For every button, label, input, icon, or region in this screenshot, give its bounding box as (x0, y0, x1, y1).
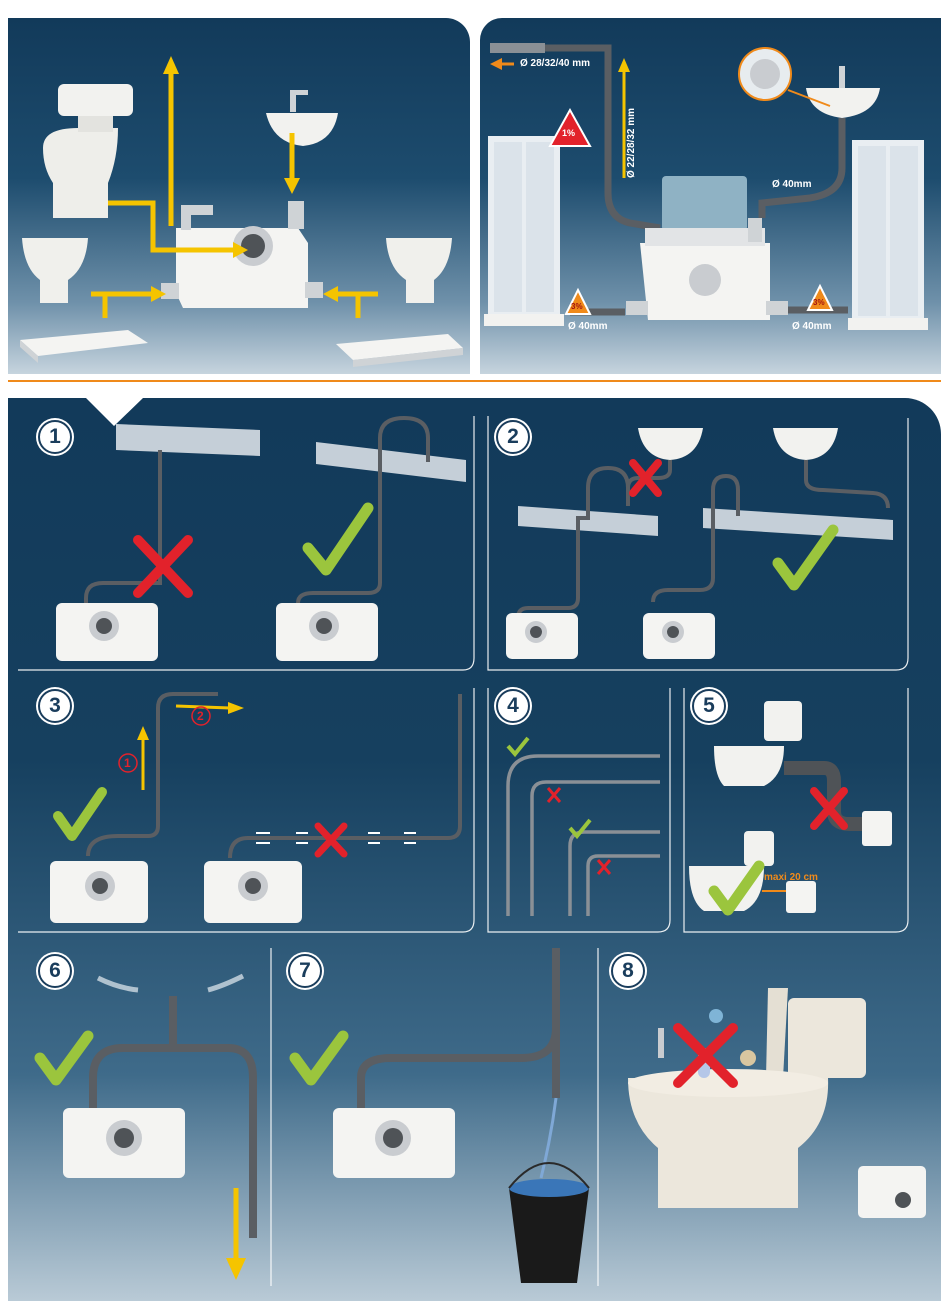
slope-warning-icons (548, 107, 834, 315)
pump-unit (333, 1108, 455, 1178)
step-8-badge: 8 (611, 954, 645, 988)
step-3-marker-1: 1 (124, 756, 131, 770)
panel-installation-rules: 1 2 (8, 398, 941, 1301)
connections-illustration (20, 56, 463, 367)
cross-icon (133, 535, 193, 598)
check-icon (53, 787, 107, 841)
panel-connections-overview (8, 18, 470, 374)
step-6-badge: 6 (38, 954, 72, 988)
step-5-badge: 5 (692, 689, 726, 723)
toilet-icon (43, 84, 133, 218)
pump-unit-right (643, 613, 715, 659)
pipe-diameter-top-label: Ø 28/32/40 mm (520, 58, 591, 69)
slope-label-2: 3% (571, 302, 583, 311)
arrow-right-icon (228, 702, 244, 714)
step-5-illustration (689, 701, 892, 916)
check-icon (506, 736, 530, 758)
slope-label-1: 1% (562, 128, 576, 138)
step-3-badge: 3 (38, 689, 72, 723)
foreign-objects-icons (658, 1009, 756, 1078)
check-icon (772, 524, 839, 591)
panel-grid-lines (18, 398, 909, 1286)
cross-icon (810, 787, 848, 830)
step-6-illustration (34, 973, 257, 1280)
cross-icon (629, 459, 662, 497)
pump-unit (161, 201, 323, 308)
step-3-illustration (50, 692, 462, 923)
flow-arrows (91, 70, 378, 318)
bucket-icon (508, 1162, 590, 1283)
pump-unit-left (50, 861, 148, 923)
orange-divider (8, 380, 941, 382)
step-1-badge: 1 (38, 420, 72, 454)
shower-tray-right (336, 334, 463, 360)
check-icon (34, 1030, 94, 1086)
bidet-left-icon (22, 238, 88, 303)
check-icon (708, 860, 765, 916)
orange-arrow-left (490, 58, 502, 70)
cross-icon (546, 787, 562, 803)
pump-with-tank (626, 176, 788, 320)
shower-left-icon (484, 136, 564, 326)
step-1-illustration (56, 415, 466, 661)
pump-unit (63, 1108, 185, 1178)
step-3-marker-2: 2 (197, 709, 204, 723)
step-8-illustration (628, 988, 926, 1218)
max-distance-label: maxi 20 cm (764, 872, 818, 883)
pump-unit-left (56, 603, 158, 661)
pipe-diameter-sink-label: Ø 40mm (772, 179, 812, 190)
slope-label-3: 3% (813, 298, 825, 307)
cross-icon (596, 859, 612, 875)
pump-unit-right (276, 603, 378, 661)
sink-icon (266, 90, 338, 146)
check-icon (568, 818, 592, 840)
toilet-icon (628, 988, 866, 1208)
shower-right-icon (848, 140, 928, 330)
arrow-up-icon (137, 726, 149, 740)
pipe-diameter-vertical-label: Ø 22/28/32 mm (626, 107, 637, 178)
pipe-diameters-illustration (484, 43, 928, 330)
step-7-badge: 7 (288, 954, 322, 988)
check-icon (302, 502, 374, 576)
pipe-diameter-left-label: Ø 40mm (568, 321, 608, 332)
step-7-illustration (289, 948, 590, 1283)
step-2-illustration (506, 428, 893, 659)
cross-icon (314, 822, 348, 858)
yellow-arrow-up (618, 58, 630, 72)
pump-unit (858, 1166, 926, 1218)
toilet-top (714, 701, 802, 786)
cross-icon (673, 1023, 738, 1088)
pump-unit-left (506, 613, 578, 659)
arrow-down-icon (226, 1258, 246, 1280)
step-4-illustration (506, 736, 660, 916)
step-4-badge: 4 (496, 689, 530, 723)
pump-unit-right (204, 861, 302, 923)
sink-icon (806, 66, 880, 118)
check-icon (289, 1030, 349, 1086)
step-2-badge: 2 (496, 420, 530, 454)
shower-tray-left (20, 330, 148, 356)
bidet-right-icon (386, 238, 452, 303)
drain-strainer-zoom (738, 47, 831, 107)
pipe-diameter-right-label: Ø 40mm (792, 321, 832, 332)
panel-pipe-diameters: Ø 28/32/40 mm Ø 22/28/32 mm Ø 40mm Ø 40m… (480, 18, 941, 374)
